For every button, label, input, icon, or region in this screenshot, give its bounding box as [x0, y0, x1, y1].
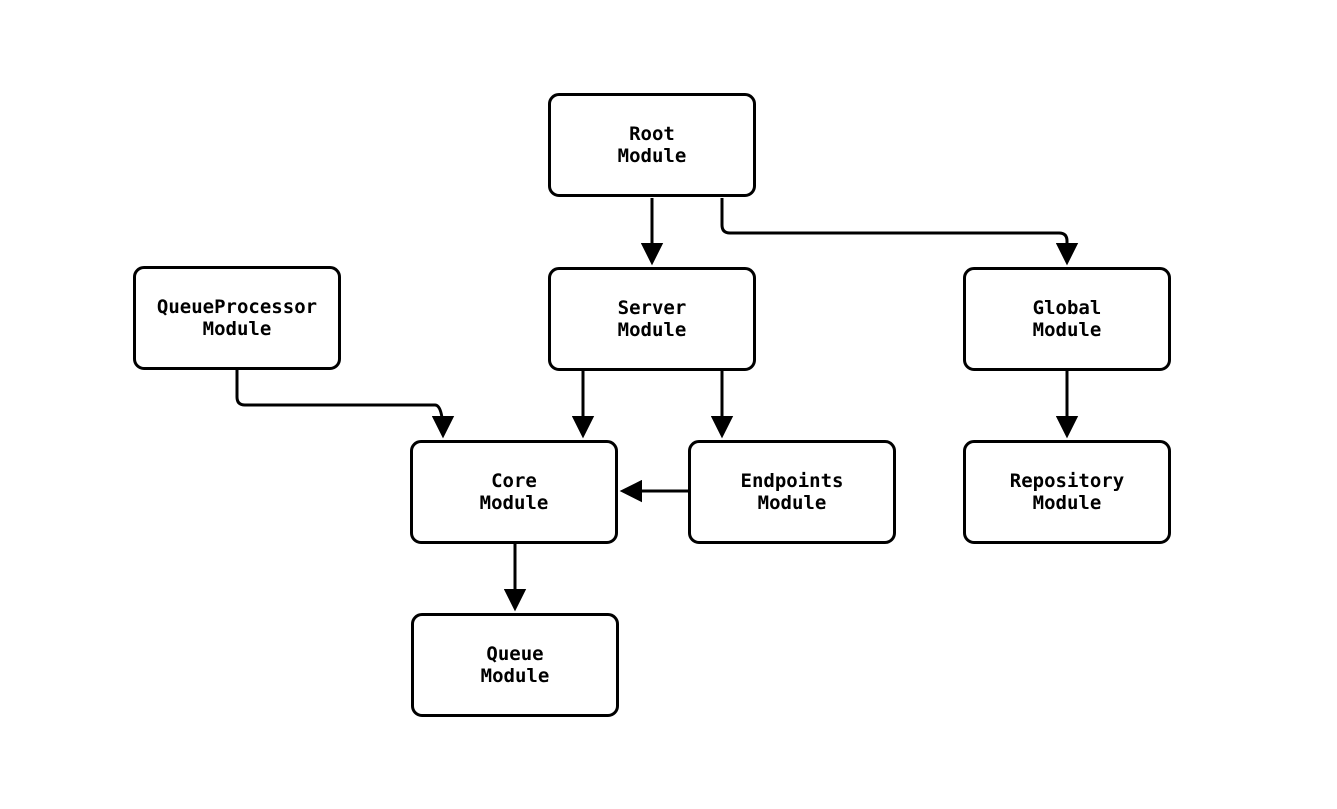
node-label-line2: Module	[757, 492, 827, 514]
node-repository-module: Repository Module	[963, 440, 1171, 544]
node-label-line2: Module	[617, 319, 687, 341]
node-endpoints-module: Endpoints Module	[688, 440, 896, 544]
node-label-line1: QueueProcessor	[156, 296, 318, 318]
node-label-line2: Module	[1032, 492, 1102, 514]
node-queueprocessor-module: QueueProcessor Module	[133, 266, 341, 370]
node-server-module: Server Module	[548, 267, 756, 371]
node-label-line2: Module	[617, 145, 687, 167]
node-label-line2: Module	[1032, 319, 1102, 341]
node-label-line2: Module	[480, 665, 550, 687]
node-label-line1: Global	[1032, 297, 1102, 319]
node-root-module: Root Module	[548, 93, 756, 197]
node-core-module: Core Module	[410, 440, 618, 544]
edge-queueprocessor-to-core	[235, 370, 455, 439]
node-label-line1: Root	[629, 123, 675, 145]
node-global-module: Global Module	[963, 267, 1171, 371]
node-label-line1: Server	[617, 297, 687, 319]
node-label-line1: Repository	[1009, 470, 1125, 492]
node-label-line1: Core	[491, 470, 537, 492]
node-label-line2: Module	[202, 318, 272, 340]
node-label-line2: Module	[479, 492, 549, 514]
edge-root-to-global	[720, 198, 1079, 266]
node-label-line1: Queue	[486, 643, 544, 665]
node-label-line1: Endpoints	[740, 470, 844, 492]
node-queue-module: Queue Module	[411, 613, 619, 717]
